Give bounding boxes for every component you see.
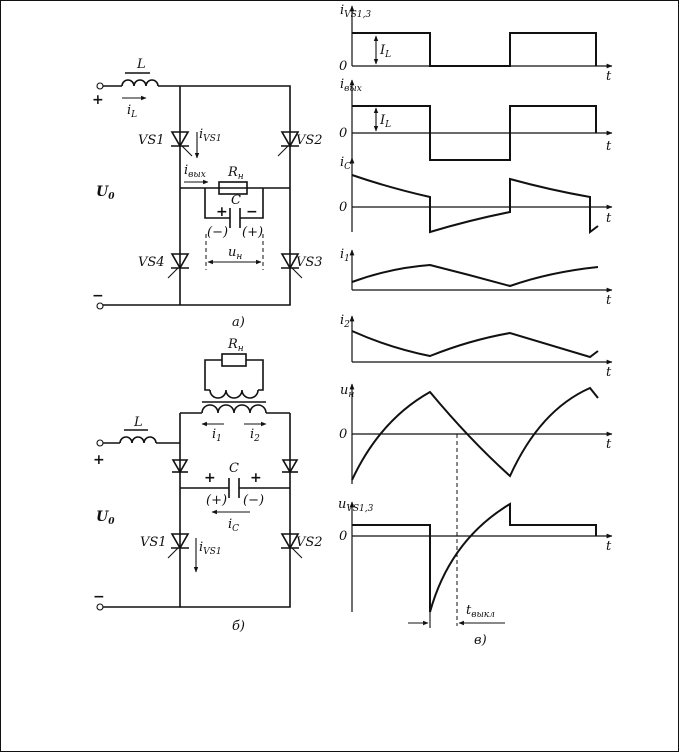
label-p3: iC bbox=[340, 155, 351, 172]
zero-p6: 0 bbox=[339, 427, 347, 442]
label-ivs1-b: iVS1 bbox=[199, 540, 222, 557]
terminal-minus-a bbox=[96, 302, 104, 310]
t-p3: t bbox=[606, 211, 612, 226]
label-vs1-a: VS1 bbox=[138, 133, 165, 148]
zero-p3: 0 bbox=[339, 200, 347, 215]
label-uload-a: uн bbox=[228, 245, 242, 262]
transformer-secondary-b bbox=[209, 389, 259, 399]
transformer-primary-b bbox=[201, 404, 267, 414]
label-ivs1-a: iVS1 bbox=[199, 127, 222, 144]
panel-i2 bbox=[349, 315, 613, 365]
diode-right-b bbox=[281, 459, 299, 474]
label-ic-b: iC bbox=[228, 517, 239, 534]
label-vs3-a: VS3 bbox=[296, 255, 323, 270]
panel-i1 bbox=[349, 249, 613, 293]
circuit-b bbox=[96, 353, 303, 611]
zero-p7: 0 bbox=[339, 529, 347, 544]
label-cap-minus-a: − bbox=[246, 204, 258, 220]
label-i1-b: i1 bbox=[212, 427, 222, 444]
label-cap-paren-minus-b: (−) bbox=[243, 493, 264, 508]
label-cap-plus-a: + bbox=[216, 204, 228, 220]
label-cap-plus-right-b: + bbox=[250, 470, 262, 486]
label-plus-a: + bbox=[92, 92, 104, 108]
caption-a: a) bbox=[232, 315, 245, 330]
t-p2: t bbox=[606, 139, 612, 154]
zero-p2: 0 bbox=[339, 126, 347, 141]
label-inductor-a: L bbox=[136, 57, 146, 72]
t-p5: t bbox=[606, 365, 612, 380]
label-cap-paren-plus-a: (+) bbox=[242, 225, 263, 240]
t-p4: t bbox=[606, 293, 612, 308]
thyristor-vs4-a bbox=[167, 253, 190, 279]
label-cap-a: C bbox=[231, 193, 241, 208]
t-p7: t bbox=[606, 539, 612, 554]
thyristor-vs1-a bbox=[170, 131, 193, 157]
waveform-panels bbox=[349, 5, 613, 628]
label-minus-b: − bbox=[93, 589, 105, 605]
label-source-a: U0 bbox=[96, 184, 115, 202]
panel-uvs13 bbox=[349, 501, 613, 613]
label-p5: i2 bbox=[340, 313, 350, 330]
label-p6: uн bbox=[340, 383, 354, 400]
label-p1: iVS1,3 bbox=[340, 3, 371, 20]
label-i2-b: i2 bbox=[250, 427, 260, 444]
label-cap-paren-plus-b: (+) bbox=[206, 493, 227, 508]
panel-iout bbox=[349, 79, 613, 161]
label-iout-a: iвых bbox=[184, 163, 206, 180]
label-toff: tвыкл bbox=[466, 603, 495, 620]
label-source-b: U0 bbox=[96, 509, 115, 527]
terminal-plus-a bbox=[96, 82, 104, 90]
label-vs1-b: VS1 bbox=[140, 535, 167, 550]
label-cap-paren-minus-a: (−) bbox=[207, 225, 228, 240]
thyristor-vs3-a bbox=[280, 253, 303, 279]
zero-p1: 0 bbox=[339, 59, 347, 74]
resistor-rn-b bbox=[221, 353, 247, 367]
caption-b: б) bbox=[232, 619, 245, 634]
label-vs2-b: VS2 bbox=[296, 535, 323, 550]
inductor-a bbox=[121, 79, 159, 87]
capacitor-c-a bbox=[229, 208, 241, 228]
panel-un bbox=[349, 383, 613, 484]
caption-c: в) bbox=[474, 633, 487, 648]
diode-left-b bbox=[171, 459, 189, 474]
terminal-plus-b bbox=[96, 439, 104, 447]
label-cap-plus-left-b: + bbox=[204, 470, 216, 486]
label-rn-a: Rн bbox=[227, 165, 244, 182]
inductor-b bbox=[119, 436, 157, 444]
resistor-rn-a bbox=[218, 181, 248, 195]
label-p1-amp: IL bbox=[379, 43, 391, 60]
label-p7: uVS1,3 bbox=[338, 497, 374, 514]
label-minus-a: − bbox=[92, 288, 104, 304]
label-cap-b: C bbox=[229, 461, 239, 476]
capacitor-c-b bbox=[228, 478, 240, 498]
label-plus-b: + bbox=[93, 452, 105, 468]
thyristor-vs2-a bbox=[277, 131, 300, 157]
label-p2: iвых bbox=[340, 77, 362, 94]
label-current-in: iL bbox=[127, 103, 137, 120]
t-p1: t bbox=[606, 69, 612, 84]
label-rn-b: Rн bbox=[227, 337, 244, 354]
thyristor-vs1-b bbox=[167, 533, 190, 559]
label-vs4-a: VS4 bbox=[138, 255, 165, 270]
label-inductor-b: L bbox=[133, 415, 143, 430]
t-p6: t bbox=[606, 437, 612, 452]
label-p4: i1 bbox=[340, 247, 350, 264]
label-p2-amp: IL bbox=[379, 113, 391, 130]
label-vs2-a: VS2 bbox=[296, 133, 323, 148]
circuit-a bbox=[96, 72, 303, 310]
thyristor-vs2-b bbox=[280, 533, 303, 559]
panel-ic bbox=[349, 157, 613, 234]
panel-ivs13 bbox=[349, 5, 613, 69]
